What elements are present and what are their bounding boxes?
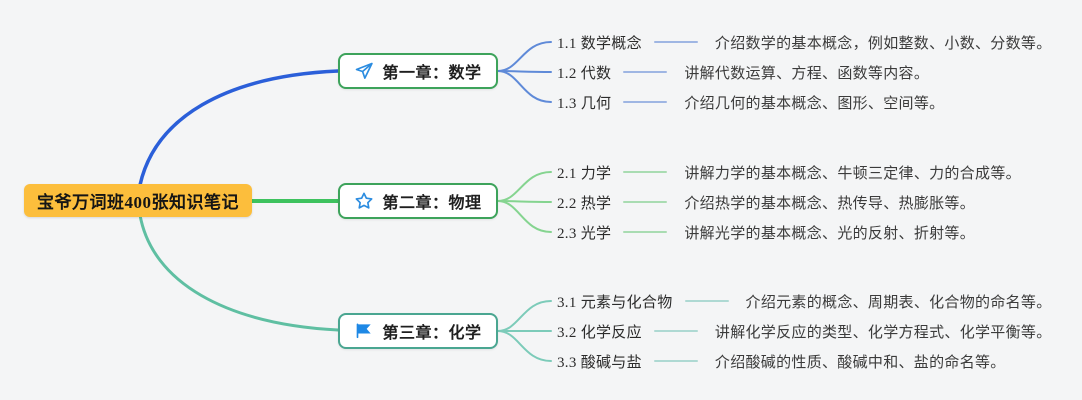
subtopic-row: 1.2 代数 讲解代数运算、方程、函数等内容。 — [557, 61, 929, 83]
paper-plane-icon — [354, 61, 374, 81]
subtopic-label[interactable]: 3.2 化学反应 — [557, 324, 642, 341]
subtopic-label[interactable]: 2.1 力学 — [557, 165, 612, 182]
subtopic-label[interactable]: 3.1 元素与化合物 — [557, 294, 673, 311]
subtopic-description[interactable]: 讲解力学的基本概念、牛顿三定律、力的合成等。 — [684, 164, 1021, 182]
branch-label: 第二章：物理 — [382, 195, 482, 212]
subtopic-row: 2.2 热学 介绍热学的基本概念、热传导、热膨胀等。 — [557, 191, 975, 213]
subtopic-label[interactable]: 1.2 代数 — [557, 65, 612, 82]
topic-desc-connector — [623, 171, 668, 173]
branch-node-math[interactable]: 第一章：数学 — [338, 53, 498, 89]
topic-desc-connector — [653, 41, 698, 43]
topic-desc-connector — [623, 201, 668, 203]
subtopic-description[interactable]: 介绍几何的基本概念、图形、空间等。 — [684, 94, 945, 112]
subtopic-row: 2.1 力学 讲解力学的基本概念、牛顿三定律、力的合成等。 — [557, 161, 1021, 183]
subbranch-curve-3-3 — [497, 330, 552, 362]
branch-node-physics[interactable]: 第二章：物理 — [338, 183, 498, 219]
root-node-label: 宝爷万词班400张知识笔记 — [37, 193, 239, 212]
star-icon — [354, 191, 374, 211]
subtopic-row: 1.1 数学概念 介绍数学的基本概念，例如整数、小数、分数等。 — [557, 31, 1052, 53]
subtopic-label[interactable]: 2.2 热学 — [557, 195, 612, 212]
branch-node-chemistry[interactable]: 第三章：化学 — [338, 313, 498, 349]
subtopic-description[interactable]: 讲解代数运算、方程、函数等内容。 — [684, 64, 930, 82]
topic-desc-connector — [684, 300, 729, 302]
subtopic-label[interactable]: 2.3 光学 — [557, 225, 612, 242]
topic-desc-connector — [653, 330, 698, 332]
subtopic-description[interactable]: 介绍数学的基本概念，例如整数、小数、分数等。 — [714, 34, 1052, 52]
subtopic-description[interactable]: 介绍元素的概念、周期表、化合物的命名等。 — [745, 293, 1052, 311]
topic-desc-connector — [653, 360, 698, 362]
subtopic-description[interactable]: 介绍热学的基本概念、热传导、热膨胀等。 — [684, 194, 976, 212]
subbranch-curve-1-3 — [497, 70, 552, 103]
subbranch-curve-2-3 — [497, 200, 552, 233]
branch-curve-chemistry — [138, 213, 340, 332]
branch-label: 第三章：化学 — [382, 325, 482, 342]
flag-icon — [354, 321, 374, 341]
subtopic-description[interactable]: 介绍酸碱的性质、酸碱中和、盐的命名等。 — [714, 353, 1006, 371]
subtopic-row: 3.1 元素与化合物 介绍元素的概念、周期表、化合物的命名等。 — [557, 290, 1052, 312]
subtopic-label[interactable]: 1.3 几何 — [557, 95, 612, 112]
subtopic-description[interactable]: 讲解化学反应的类型、化学方程式、化学平衡等。 — [714, 323, 1052, 341]
branch-curve-math — [138, 69, 340, 187]
subtopic-row: 2.3 光学 讲解光学的基本概念、光的反射、折射等。 — [557, 221, 975, 243]
topic-desc-connector — [623, 71, 668, 73]
subtopic-row: 3.2 化学反应 讲解化学反应的类型、化学方程式、化学平衡等。 — [557, 320, 1052, 342]
subtopic-label[interactable]: 3.3 酸碱与盐 — [557, 354, 642, 371]
subtopic-row: 3.3 酸碱与盐 介绍酸碱的性质、酸碱中和、盐的命名等。 — [557, 350, 1006, 372]
subtopic-row: 1.3 几何 介绍几何的基本概念、图形、空间等。 — [557, 91, 944, 113]
topic-desc-connector — [623, 101, 668, 103]
subbranch-curve-2-1 — [497, 171, 552, 202]
subbranch-curve-3-1 — [497, 300, 552, 332]
root-node[interactable]: 宝爷万词班400张知识笔记 — [24, 184, 252, 217]
subtopic-description[interactable]: 讲解光学的基本概念、光的反射、折射等。 — [684, 224, 976, 242]
branch-label: 第一章：数学 — [382, 65, 482, 82]
subbranch-curve-1-1 — [497, 41, 552, 72]
topic-desc-connector — [623, 231, 668, 233]
subtopic-label[interactable]: 1.1 数学概念 — [557, 35, 642, 52]
